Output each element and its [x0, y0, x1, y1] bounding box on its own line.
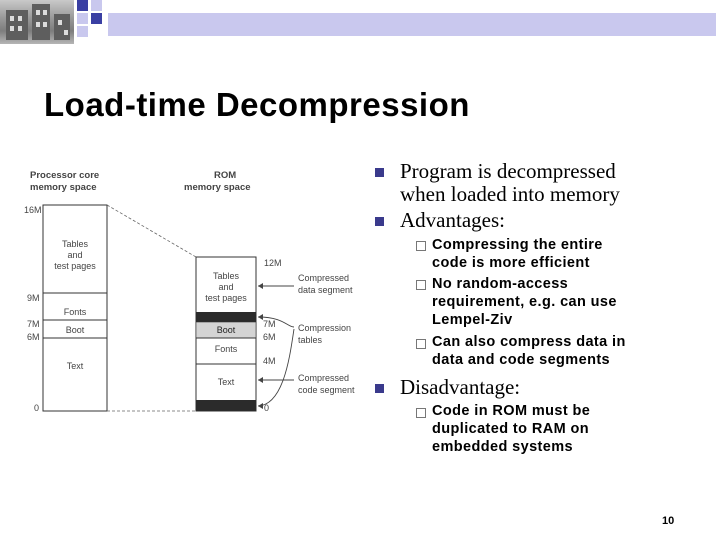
sub-bullet-1-line2: code is more efficient: [432, 255, 590, 271]
annotation-compression-tables-2: tables: [298, 335, 323, 345]
right-block-text: Text: [218, 377, 235, 387]
header-square-lavender-1: [91, 0, 102, 11]
arrowhead-compression-tables-bottom: [258, 403, 263, 409]
right-axis-6m: 6M: [263, 332, 276, 342]
bullet-item-3: Disadvantage:: [400, 375, 521, 399]
header-photo: [0, 0, 74, 44]
header-bar: [108, 13, 716, 36]
left-block-tables-1: Tables: [62, 239, 89, 249]
left-block-tables-2: and: [67, 250, 82, 260]
right-block-fonts: Fonts: [215, 344, 238, 354]
right-axis-12m: 12M: [264, 258, 282, 268]
header-square-blue-1: [77, 0, 88, 11]
header-square-lavender-2: [77, 13, 88, 24]
sub-bullet-4-line3: embedded systems: [432, 439, 573, 455]
left-axis-16m: 16M: [24, 205, 42, 215]
left-block-text: Text: [67, 361, 84, 371]
sub-bullet-4-line2: duplicated to RAM on: [432, 421, 590, 437]
sub-bullet-marker-4: [416, 408, 426, 418]
header-square-blue-2: [91, 13, 102, 24]
bullet-marker-3: [375, 384, 384, 393]
right-block-boot: Boot: [217, 325, 236, 335]
right-block-tables-1: Tables: [213, 271, 240, 281]
bullet-item-1-line1: Program is decompressed: [400, 159, 616, 183]
right-block-tables-3: test pages: [205, 293, 247, 303]
right-dark-band-1: [196, 312, 256, 322]
annotation-compression-tables-1: Compression: [298, 323, 351, 333]
annotation-code-segment-1: Compressed: [298, 373, 349, 383]
sub-bullet-2-line2: requirement, e.g. can use: [432, 294, 617, 310]
annotation-data-segment-1: Compressed: [298, 273, 349, 283]
right-header-line2: memory space: [184, 182, 251, 193]
memory-diagram: Processor core memory space ROM memory s…: [24, 170, 355, 413]
sub-bullet-2-line1: No random-access: [432, 276, 569, 292]
left-axis-0: 0: [34, 403, 39, 413]
annotation-code-segment-2: code segment: [298, 385, 355, 395]
sub-bullet-2-line3: Lempel-Ziv: [432, 312, 513, 328]
right-axis-4m: 4M: [263, 356, 276, 366]
arrow-compression-tables-bottom: [257, 328, 295, 407]
left-header-line2: memory space: [30, 182, 97, 193]
right-header-line1: ROM: [214, 170, 236, 181]
bullet-item-2: Advantages:: [400, 208, 505, 232]
sub-bullet-marker-1: [416, 241, 426, 251]
right-axis-0: 0: [264, 403, 269, 413]
sub-bullet-marker-2: [416, 280, 426, 290]
sub-bullet-3-line1: Can also compress data in: [432, 334, 626, 350]
arrowhead-data-segment: [258, 283, 263, 289]
sub-bullet-3-line2: data and code segments: [432, 352, 611, 368]
left-block-tables-3: test pages: [54, 261, 96, 271]
right-block-tables-2: and: [218, 282, 233, 292]
left-column: [42, 204, 108, 412]
bullet-marker-2: [375, 217, 384, 226]
arrowhead-compression-tables-top: [258, 314, 263, 320]
left-block-boot: Boot: [66, 325, 85, 335]
arrow-compression-tables-top: [257, 316, 295, 328]
bullet-item-1-line2: when loaded into memory: [400, 182, 620, 206]
left-axis-6m: 6M: [27, 332, 40, 342]
page-number: 10: [662, 515, 675, 527]
left-axis-7m: 7M: [27, 319, 40, 329]
mapping-line-top: [106, 204, 197, 258]
left-axis-9m: 9M: [27, 293, 40, 303]
right-axis-7m: 7M: [263, 319, 276, 329]
left-header-line1: Processor core: [30, 170, 99, 181]
sub-bullet-1-line1: Compressing the entire: [432, 237, 603, 253]
left-block-fonts: Fonts: [64, 307, 87, 317]
bullet-marker-1: [375, 168, 384, 177]
slide-title: Load-time Decompression: [44, 86, 470, 123]
right-dark-band-2: [196, 400, 256, 411]
header-square-lavender-3: [77, 26, 88, 37]
annotation-data-segment-2: data segment: [298, 285, 353, 295]
sub-bullet-4-line1: Code in ROM must be: [432, 403, 591, 419]
arrowhead-code-segment: [258, 377, 263, 383]
sub-bullet-marker-3: [416, 339, 426, 349]
